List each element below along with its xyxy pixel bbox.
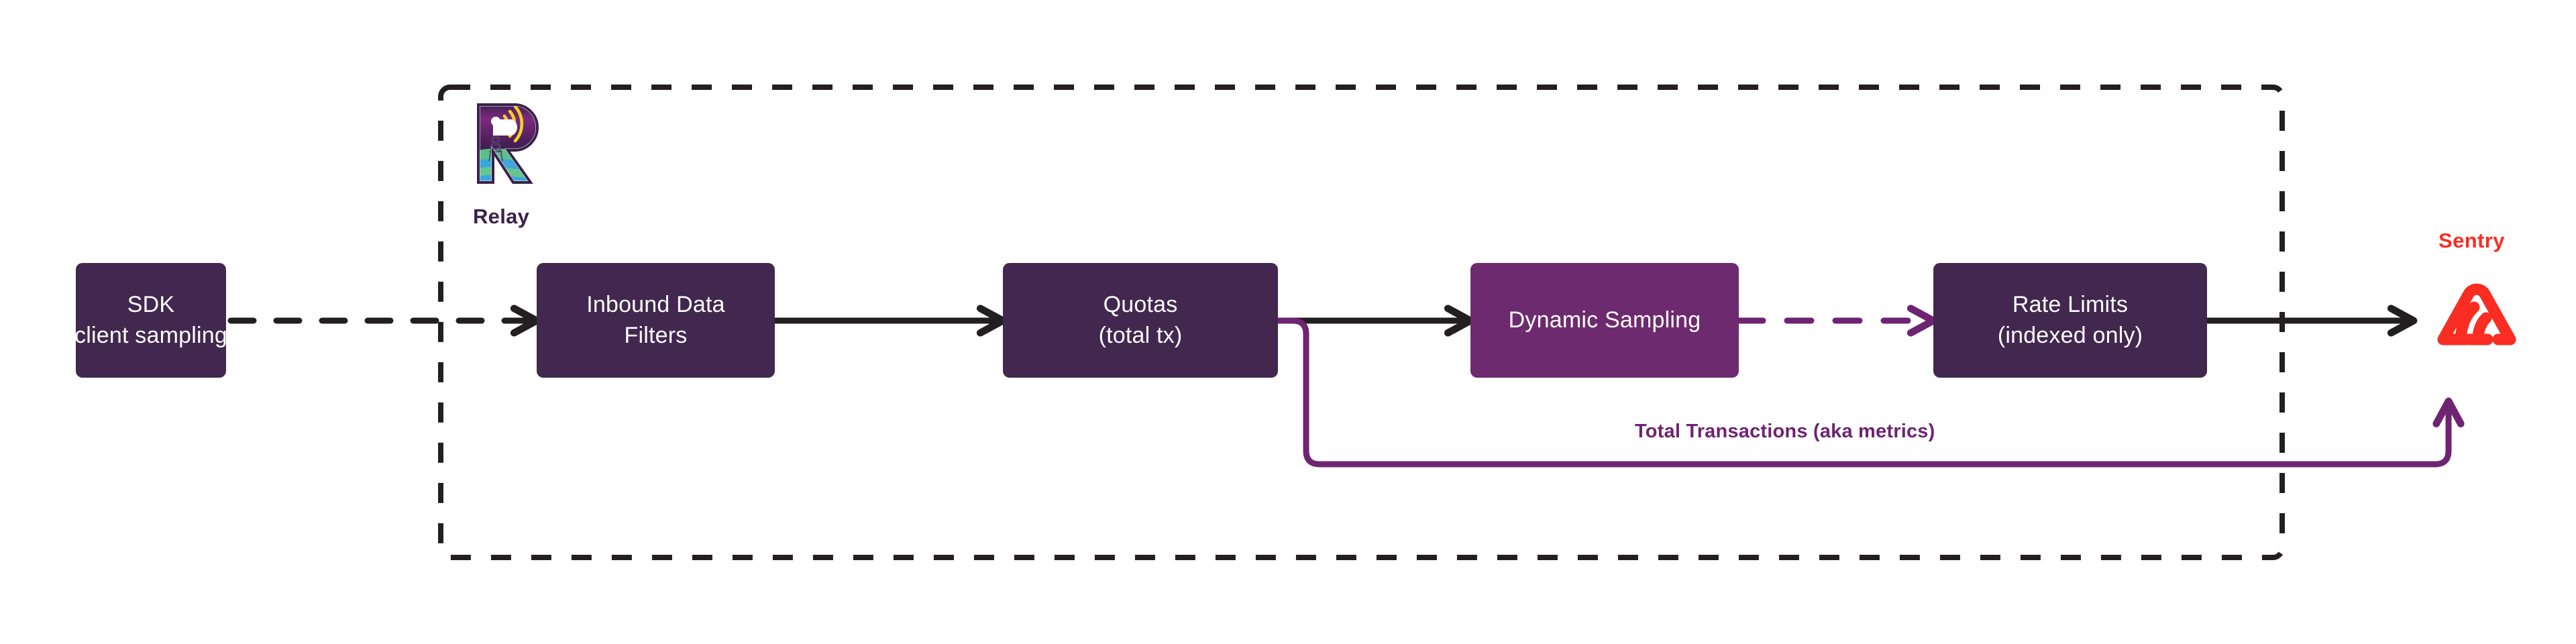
- sentry-arc-logo-icon: [2437, 283, 2516, 345]
- node-inbound-line-2: Filters: [624, 322, 688, 348]
- relay-logo: [473, 99, 548, 188]
- relay-r-tower-logo-icon: [476, 103, 539, 184]
- node-inbound-data-filters[interactable]: Inbound Data Filters: [537, 263, 775, 378]
- node-quotas-line-2: (total tx): [1098, 322, 1183, 348]
- node-inbound-line-1: Inbound Data: [586, 291, 725, 317]
- node-dynamic-sampling-line-1: Dynamic Sampling: [1508, 307, 1701, 333]
- node-dynamic-sampling[interactable]: Dynamic Sampling: [1470, 263, 1739, 378]
- sentry-logo: [2428, 262, 2526, 352]
- node-sdk-line-1: SDK: [127, 291, 175, 317]
- node-rate-limits-line-2: (indexed only): [1997, 322, 2143, 348]
- node-quotas[interactable]: Quotas (total tx): [1003, 263, 1278, 378]
- node-sdk[interactable]: SDK (client sampling): [67, 263, 235, 378]
- node-rate-limits[interactable]: Rate Limits (indexed only): [1933, 263, 2207, 378]
- node-rate-limits-line-1: Rate Limits: [2012, 291, 2129, 317]
- edge-quotas-to-sentry-metrics: [1275, 317, 2449, 468]
- sentry-label: Sentry: [2438, 229, 2505, 252]
- node-sdk-line-2: (client sampling): [66, 322, 235, 348]
- relay-label: Relay: [473, 205, 530, 228]
- total-transactions-label: Total Transactions (aka metrics): [1635, 421, 1935, 442]
- node-quotas-line-1: Quotas: [1103, 291, 1178, 317]
